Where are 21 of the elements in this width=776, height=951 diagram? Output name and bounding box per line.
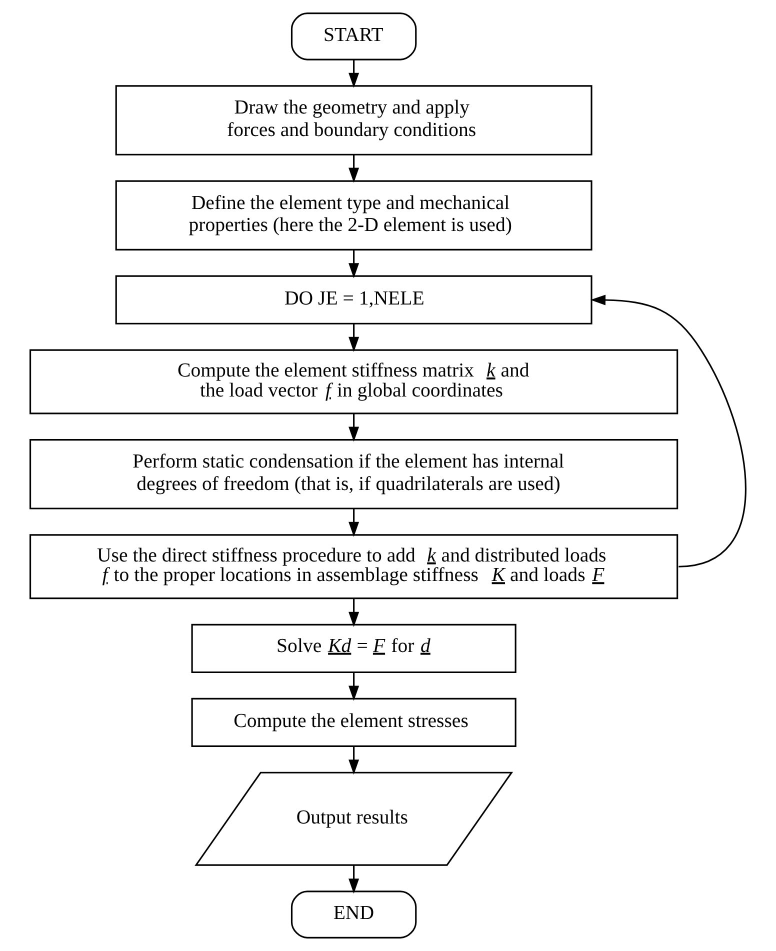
arrow — [348, 598, 360, 627]
node-box: Define the element type and mechanical properties (here the 2-D element is used) — [115, 180, 592, 250]
node-box: Compute the element stiffness matrix k and the load vector f in global coordinates — [29, 349, 678, 414]
arrow — [590, 294, 746, 568]
arrow — [348, 60, 360, 88]
node-box: Use the direct stiffness procedure to add k and distributed loads f to the proper locations in assemblage stiffness K and loads F — [29, 534, 678, 600]
arrow — [348, 324, 360, 352]
arrow — [348, 413, 360, 442]
node-box: Draw the geometry and apply forces and boundary conditions — [115, 85, 592, 156]
arrow — [348, 865, 360, 894]
arrow — [348, 508, 360, 537]
arrow — [348, 250, 360, 278]
arrow — [348, 672, 360, 701]
node-box: END — [290, 890, 417, 938]
arrow — [348, 746, 360, 775]
node-box: Compute the element stresses — [191, 698, 516, 747]
node-box: START — [290, 12, 417, 60]
node-box: DO JE = 1,NELE — [115, 275, 592, 324]
arrow — [348, 154, 360, 183]
node-box: Perform static condensation if the element has internal degrees of freedom (that is, if quadrilaterals are used) — [29, 439, 678, 510]
node-box: Solve Kd = F for d — [191, 624, 516, 674]
